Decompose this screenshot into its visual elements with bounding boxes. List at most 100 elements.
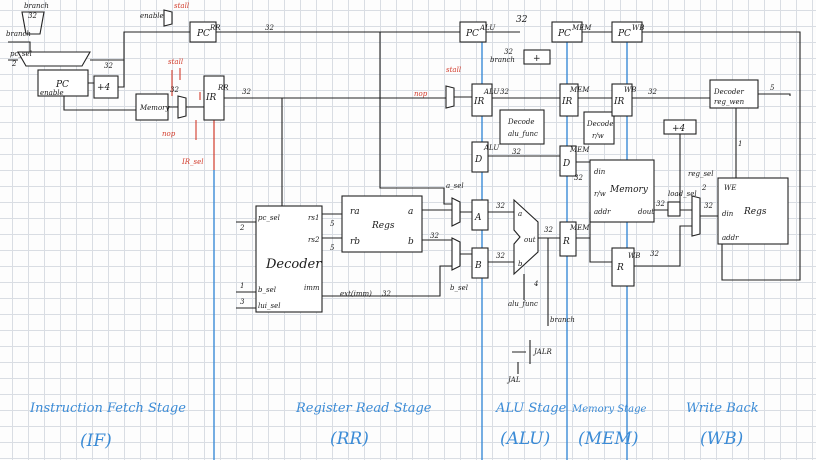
decoder-alu-label: Decode xyxy=(507,118,535,126)
rr-wires xyxy=(216,31,460,215)
wb-wires xyxy=(632,31,801,281)
load-sel-box xyxy=(667,201,681,217)
pc-rr-label: PC xyxy=(196,29,210,39)
b-sel-mux xyxy=(451,237,461,271)
stage-if-name: Instruction Fetch Stage xyxy=(29,401,186,416)
ir-alu-label: IR xyxy=(473,97,485,107)
pc-register xyxy=(37,69,89,97)
width-5-rr2: 5 xyxy=(330,244,335,252)
r-mem-register xyxy=(559,221,577,257)
pc-label: PC xyxy=(55,80,69,90)
enable-label-top: enable xyxy=(140,12,164,20)
port-rw-mem: r/w xyxy=(594,190,606,198)
decoder-mem-sub: r/w xyxy=(592,132,604,140)
branch-target-label: branch xyxy=(6,30,31,38)
width-32-alu3: 32 xyxy=(496,252,505,260)
port-din-mem: din xyxy=(594,168,606,176)
alu-ctrl-wires xyxy=(523,238,549,326)
stage-rr-name: Register Read Stage xyxy=(295,401,432,416)
pc-mem-label: PC xyxy=(557,29,571,39)
width-2-rr: 2 xyxy=(239,224,245,232)
d-mem-register xyxy=(559,145,577,177)
alu-unit xyxy=(513,198,539,276)
stall-mux-top xyxy=(163,9,173,27)
width-5-wb: 5 xyxy=(770,84,775,92)
pc-alu-sup: ALU xyxy=(479,24,496,32)
ir-alu-register xyxy=(471,83,493,117)
port-lui-sel: lui_sel xyxy=(258,302,280,310)
decoder-rr xyxy=(255,205,323,313)
ir-wb-label: IR xyxy=(613,97,625,107)
reg-sel-label: reg_sel xyxy=(688,170,713,178)
decoder-mem xyxy=(583,111,615,145)
r-mem-sup: MEM xyxy=(569,224,590,232)
regs-rr-wires xyxy=(322,209,452,297)
plus-alu-label: + xyxy=(533,54,541,64)
decoder-wb xyxy=(709,79,759,109)
pc-alu-label: PC xyxy=(465,29,479,39)
port-we: WE xyxy=(724,184,736,192)
width-32-alu4: 32 xyxy=(544,226,553,234)
pc-sel-label-if: pc_sel xyxy=(10,50,32,58)
d-alu-register xyxy=(471,141,489,173)
reg-wen-label: reg_wen xyxy=(714,98,745,106)
ext-imm-label: ext(imm) xyxy=(340,290,372,298)
decoder-alu xyxy=(499,109,545,145)
regs-wb-label: Regs xyxy=(743,207,767,217)
nop-mux-alu xyxy=(445,85,455,109)
ir-sel-label: IR_sel xyxy=(181,158,204,166)
width-32-wb3: 32 xyxy=(704,202,713,210)
stall-top-label: stall xyxy=(174,2,189,10)
width-32-alu2: 32 xyxy=(496,202,505,210)
ir-mem-label: IR xyxy=(561,97,573,107)
port-rb: rb xyxy=(350,237,360,247)
b-sel-label: b_sel xyxy=(450,284,468,292)
alu-wires xyxy=(454,31,560,263)
port-ra: ra xyxy=(350,207,360,217)
width-32-rr4: 32 xyxy=(430,232,439,240)
stage-rr-abbr: (RR) xyxy=(330,429,369,449)
b-register-label: B xyxy=(474,261,482,271)
ir-alu-sup: ALU xyxy=(483,88,500,96)
width-2-if: 2 xyxy=(11,60,17,68)
port-pc-sel: pc_sel xyxy=(258,214,280,222)
width-32-rr2: 32 xyxy=(242,88,251,96)
branch-mux xyxy=(21,11,45,35)
width-32-alu5: 32 xyxy=(512,148,521,156)
mem-wires xyxy=(576,31,668,263)
decoder-control-outs xyxy=(236,221,256,309)
ir-rr-sup: RR xyxy=(217,84,229,92)
nop-label-alu: nop xyxy=(414,90,428,98)
port-addr-mem: addr xyxy=(594,208,611,216)
memory-if xyxy=(135,93,169,121)
decoder-rr-label: Decoder xyxy=(265,257,322,272)
a-register xyxy=(471,199,489,231)
port-rs1: rs1 xyxy=(308,214,319,222)
port-b: b xyxy=(408,237,414,247)
branch-label-alu: branch xyxy=(490,56,515,64)
stage-wb-name: Write Back xyxy=(686,401,759,416)
if-wires xyxy=(8,31,204,111)
width-1-rr1: 1 xyxy=(240,282,244,290)
stall-label-if: stall xyxy=(168,58,183,66)
port-addr-wb: addr xyxy=(722,234,739,242)
alu-port-out: out xyxy=(524,236,536,244)
alu-func-label: alu_func xyxy=(508,300,538,308)
width-32-alu1: 32 xyxy=(504,48,513,56)
memory-mem-label: Memory xyxy=(609,185,649,195)
width-1-wb: 1 xyxy=(738,140,742,148)
branch-label-if: branch xyxy=(24,2,49,10)
jalr-label: JALR xyxy=(532,348,553,356)
stall-mux-if xyxy=(177,95,187,119)
a-sel-mux xyxy=(451,197,461,227)
branch-label-alu2: branch xyxy=(550,316,575,324)
nop-label-if: nop xyxy=(162,130,176,138)
stage-alu-name: ALU Stage xyxy=(495,401,567,416)
width-3-rr: 3 xyxy=(240,298,245,306)
stage-mem-abbr: (MEM) xyxy=(578,429,639,449)
a-sel-label: a_sel xyxy=(446,182,464,190)
d-mem-label: D xyxy=(562,159,570,169)
r-wb-register xyxy=(611,247,635,287)
memory-if-label: Memory xyxy=(139,104,171,112)
